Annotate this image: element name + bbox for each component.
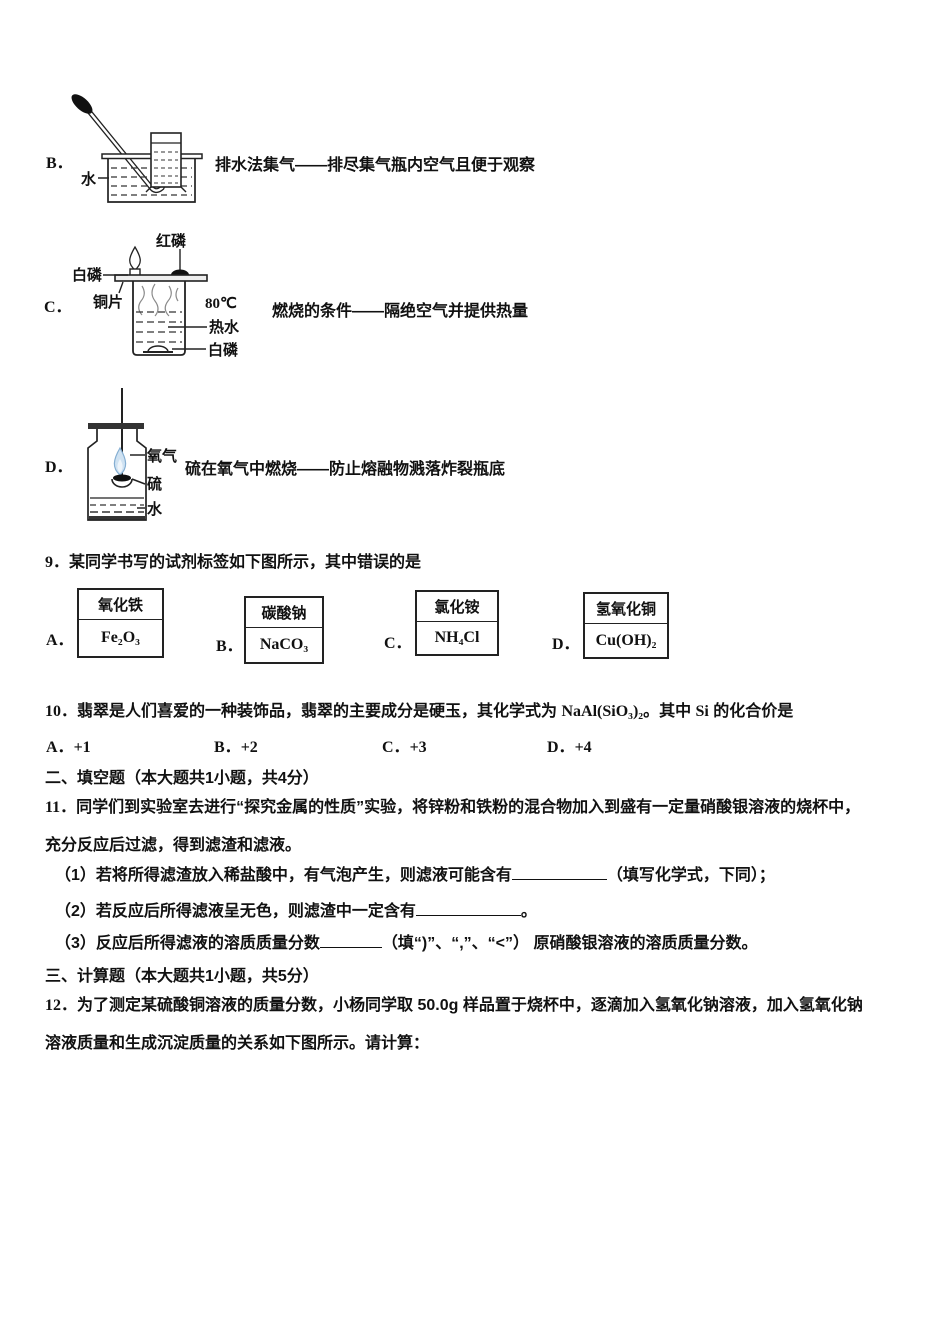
- question-11-sub2: （2）若反应后所得滤液呈无色，则滤渣中一定含有。: [55, 897, 537, 921]
- section-3-heading: 三、计算题（本大题共1小题，共5分）: [45, 968, 319, 985]
- reagent-d-name: 氢氧化铜: [585, 594, 667, 624]
- temperature-label: 80℃: [205, 296, 237, 312]
- question-9-stem: 9．某同学书写的试剂标签如下图所示，其中错误的是: [45, 548, 421, 572]
- hot-water: [136, 311, 182, 343]
- q10-option-b: B．+2: [214, 739, 258, 756]
- question-10-number: 10．: [45, 703, 78, 720]
- question-11-line1: 11．同学们到实验室去进行“探究金属的性质”实验，将锌粉和铁粉的混合物加入到盛有…: [45, 799, 861, 816]
- delivery-tube: [71, 94, 168, 194]
- q9-option-d-letter: D．: [552, 636, 580, 653]
- combustion-conditions-diagram: 红磷 白磷 铜片 80℃: [72, 232, 240, 359]
- red-phosphorus-lump: [171, 269, 189, 275]
- option-c-description: 燃烧的条件——隔绝空气并提供热量: [272, 303, 529, 320]
- q10-option-a: A．+1: [46, 739, 91, 756]
- question-12-number: 12．: [45, 997, 78, 1014]
- reagent-a-name: 氧化铁: [79, 590, 162, 620]
- hot-water-label: 热水: [209, 318, 240, 336]
- water-label: 水: [81, 170, 97, 188]
- option-b-letter: B．: [46, 155, 73, 172]
- question-9-text: 某同学书写的试剂标签如下图所示，其中错误的是: [69, 554, 422, 571]
- water-displacement-diagram: 水: [71, 94, 203, 203]
- beaker: [132, 281, 186, 356]
- reagent-b-formula: NaCO₃: [259, 636, 309, 653]
- q10-option-d: D．+4: [547, 739, 592, 756]
- question-11-sub3: （3）反应后所得滤液的溶质质量分数（填“)”、“,”、“<”） 原硝酸银溶液的溶…: [55, 929, 757, 953]
- question-10-text-3: 的化合价是: [708, 703, 794, 720]
- reagent-c-name: 氯化铵: [417, 592, 497, 622]
- flame-icon: [129, 245, 141, 271]
- section-2-heading: 二、填空题（本大题共1小题，共4分）: [45, 770, 319, 787]
- vapour-waves: [138, 283, 179, 317]
- q10-option-c: C．+3: [382, 739, 427, 756]
- q9-option-b-letter: B．: [216, 638, 243, 655]
- question-10-text-2: 。其中: [643, 703, 696, 720]
- bottle-water: [89, 497, 145, 520]
- sulfur-combustion-diagram: 氧气 硫 水: [87, 388, 177, 521]
- option-c-letter: C．: [44, 299, 72, 316]
- reagent-label-a: 氧化铁 Fe₂O₃: [77, 588, 164, 658]
- red-phosphorus-label: 红磷: [156, 232, 187, 250]
- sulfur-label: 硫: [147, 475, 162, 493]
- answer-blank: [511, 864, 607, 880]
- reagent-label-c: 氯化铵 NH₄Cl: [415, 590, 499, 656]
- gas-bottle: [87, 429, 147, 521]
- sulfur-leader: [131, 478, 146, 485]
- reagent-b-name: 碳酸钠: [246, 598, 322, 628]
- copper-sheet-leader: [118, 281, 124, 294]
- gas-collecting-bottle: [145, 132, 187, 193]
- question-10-stem: 10．翡翠是人们喜爱的一种装饰品，翡翠的主要成分是硬玉，其化学式为 NaAl(S…: [45, 697, 793, 721]
- question-10-text-1: 翡翠是人们喜爱的一种装饰品，翡翠的主要成分是硬玉，其化学式为: [77, 703, 562, 720]
- combustion-spoon: [111, 478, 133, 488]
- white-phosphorus-top-label: 白磷: [72, 266, 103, 284]
- question-12-line1: 12．为了测定某硫酸铜溶液的质量分数，小杨同学取 50.0g 样品置于烧杯中，逐…: [45, 997, 863, 1014]
- oxygen-label: 氧气: [146, 447, 177, 465]
- option-d-description: 硫在氧气中燃烧——防止熔融物溅落炸裂瓶底: [185, 461, 506, 478]
- question-9-number: 9．: [45, 554, 70, 571]
- question-11-number: 11．: [45, 799, 77, 816]
- option-b-description: 排水法集气——排尽集气瓶内空气且便于观察: [215, 157, 536, 174]
- answer-blank: [319, 932, 382, 948]
- water-label: 水: [147, 500, 163, 518]
- question-11-line2: 充分反应后过滤，得到滤渣和滤液。: [45, 837, 302, 854]
- reagent-c-formula: NH₄Cl: [434, 629, 480, 646]
- reagent-d-formula: Cu(OH)₂: [595, 631, 657, 649]
- question-11-sub1: （1）若将所得滤渣放入稀盐酸中，有气泡产生，则滤液可能含有（填写化学式，下同）；: [55, 861, 775, 885]
- q9-option-c-letter: C．: [384, 635, 412, 652]
- copper-sheet: [114, 274, 208, 282]
- reagent-label-b: 碳酸钠 NaCO₃: [244, 596, 324, 664]
- question-10-element: Si: [695, 703, 709, 720]
- question-10-formula: NaAl(SiO₃)₂: [561, 703, 644, 720]
- question-12-line2: 溶液质量和生成沉淀质量的关系如下图所示。请计算：: [45, 1035, 430, 1052]
- q9-option-a-letter: A．: [46, 632, 74, 649]
- answer-blank: [415, 900, 521, 916]
- sulfur-lump: [113, 474, 131, 482]
- white-phosphorus-bottom-label: 白磷: [208, 341, 239, 359]
- option-d-letter: D．: [45, 459, 73, 476]
- reagent-a-formula: Fe₂O₃: [101, 629, 140, 646]
- flame-core: [117, 459, 123, 473]
- reagent-label-d: 氢氧化铜 Cu(OH)₂: [583, 592, 669, 659]
- copper-sheet-label: 铜片: [93, 293, 123, 311]
- rubber-bulb: [71, 94, 93, 114]
- bottle-lid: [88, 423, 144, 429]
